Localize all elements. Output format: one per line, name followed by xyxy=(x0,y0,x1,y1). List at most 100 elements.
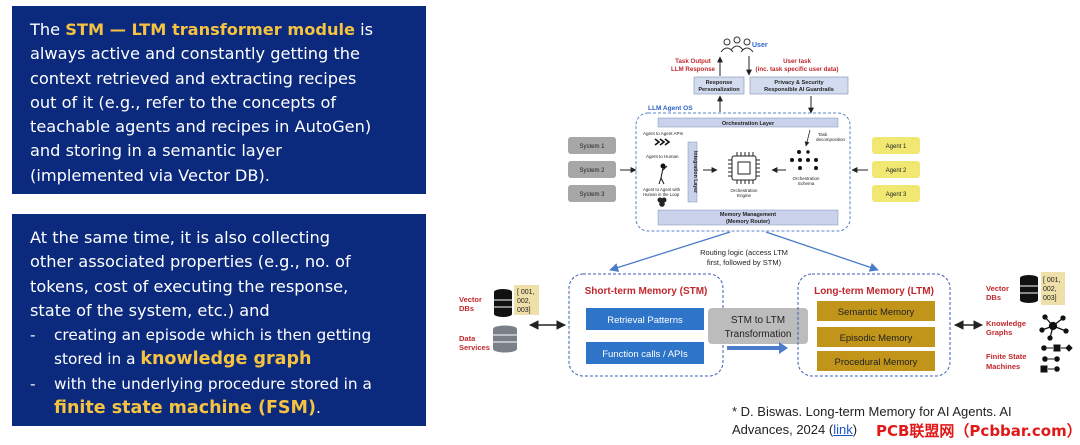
schema-icon xyxy=(790,150,818,170)
semantic-memory-label: Semantic Memory xyxy=(838,307,915,318)
arrow-task-decomp xyxy=(804,129,811,147)
procedural-memory-label: Procedural Memory xyxy=(835,357,918,368)
footnote-line-2-text: Advances, 2024 ( xyxy=(732,422,834,437)
stm-title: Short-term Memory (STM) xyxy=(585,286,708,297)
bullet-1-highlight: knowledge graph xyxy=(140,349,312,370)
agent-to-agent-label: Agent to Agent APIs xyxy=(643,131,684,136)
function-calls-box xyxy=(586,342,704,364)
transformation-box xyxy=(708,308,808,344)
bullet-1-text: creating an episode which is then gettin… xyxy=(54,326,372,369)
text-panel-2: At the same time, it is also collecting … xyxy=(12,214,426,426)
retrieval-patterns-box xyxy=(586,308,704,330)
routing-logic-label-2: first, followed by STM) xyxy=(707,258,782,267)
panel-2-intro: At the same time, it is also collecting … xyxy=(30,228,351,320)
memory-management-label-1: Memory Management xyxy=(720,212,776,218)
data-services-label-1: Data xyxy=(459,334,476,343)
agent-human-loop-label-2: Human in the Loop xyxy=(643,192,680,197)
footnote-line-2: Advances, 2024 (link) xyxy=(732,421,1012,439)
agent-2-box xyxy=(872,161,920,178)
panel-2-bullet-1: creating an episode which is then gettin… xyxy=(30,323,375,372)
database-icon-right xyxy=(1020,275,1038,303)
panel-1-highlight: STM — LTM transformer module xyxy=(65,20,355,39)
user-icon xyxy=(720,36,754,53)
bullet-2-post: . xyxy=(315,399,321,418)
fsm-label-1: Finite State xyxy=(986,352,1026,361)
doc-left-line-3: 003] xyxy=(517,307,531,314)
orchestration-layer-box xyxy=(657,117,839,128)
integration-layer-label: Integration Layer xyxy=(692,151,698,193)
chevrons-icon xyxy=(654,138,671,146)
arrow-route-stm xyxy=(609,231,731,272)
agent-1-label: Agent 1 xyxy=(886,144,907,150)
memory-management-label-2: (Memory Router) xyxy=(726,219,770,225)
ltm-title: Long-term Memory (LTM) xyxy=(814,286,934,297)
group-icon xyxy=(657,197,667,207)
ltm-container xyxy=(797,273,951,377)
arrow-route-ltm xyxy=(765,231,879,272)
bullet-2-text: with the underlying procedure stored in … xyxy=(54,374,372,393)
panel-2-bullet-2: with the underlying procedure stored in … xyxy=(30,372,375,421)
system-1-box xyxy=(568,137,616,154)
fsm-label-2: Machines xyxy=(986,362,1020,371)
data-services-label-2: Services xyxy=(459,343,490,352)
system-2-box xyxy=(568,161,616,178)
agent-human-loop-label-1: Agent to Agent with xyxy=(643,187,681,192)
retrieval-patterns-label: Retrieval Patterns xyxy=(607,315,683,326)
orchestration-schema-label-2: Schema xyxy=(798,181,815,186)
panel-1-post: is always active and constantly getting … xyxy=(30,20,374,185)
vector-dbs-left-label-1: Vector xyxy=(459,295,482,304)
footnote-link[interactable]: link xyxy=(833,422,853,437)
panel-2-paragraph: At the same time, it is also collecting … xyxy=(30,226,375,420)
doc-left-line-1: [ 001, xyxy=(517,289,535,296)
privacy-label-1: Privacy & Security xyxy=(774,80,824,86)
orchestration-schema-label-1: Orchestration xyxy=(792,176,820,181)
transformation-label-1: STM to LTM xyxy=(731,315,785,326)
citation-footnote: * D. Biswas. Long-term Memory for AI Age… xyxy=(732,403,1012,439)
fsm-icon xyxy=(1040,344,1073,373)
transform-arrow xyxy=(727,342,788,354)
data-services-bands xyxy=(493,334,517,343)
task-output-label-2: LLM Response xyxy=(671,66,716,73)
vector-dbs-left-label-2: DBs xyxy=(459,304,474,313)
routing-logic-label-1: Routing logic (access LTM xyxy=(700,248,788,257)
system-3-label: System 3 xyxy=(579,192,605,198)
doc-left-line-2: 002, xyxy=(517,298,531,305)
orchestration-engine-label-2: Engine xyxy=(737,193,752,198)
memory-management-box xyxy=(657,209,839,226)
footnote-line-1: * D. Biswas. Long-term Memory for AI Age… xyxy=(732,404,1012,419)
panel-1-pre: The xyxy=(30,20,66,39)
vector-dbs-right-label-1: Vector xyxy=(986,284,1009,293)
system-2-label: System 2 xyxy=(579,168,605,174)
orchestration-layer-label: Orchestration Layer xyxy=(722,121,775,127)
agent-to-human-label: Agent to Human xyxy=(646,154,679,159)
chip-icon xyxy=(728,152,760,184)
task-output-label-1: Task Output xyxy=(675,58,711,65)
footnote-post: ) xyxy=(852,422,858,437)
agent-3-label: Agent 3 xyxy=(886,192,907,198)
semantic-memory-box xyxy=(817,301,935,321)
watermark-text: PCB联盟网（Pcbbar.com） xyxy=(876,422,1080,440)
bullet-2-highlight: finite state machine (FSM) xyxy=(54,398,316,419)
response-label-1: Response xyxy=(706,80,733,86)
system-3-box xyxy=(568,185,616,202)
text-panel-1: The STM — LTM transformer module is alwa… xyxy=(12,6,426,194)
function-calls-label: Function calls / APIs xyxy=(602,349,688,360)
knowledge-graphs-label-2: Graphs xyxy=(986,328,1012,337)
agent-1-box xyxy=(872,137,920,154)
privacy-box xyxy=(749,76,849,95)
privacy-label-2: Responsible AI Guardrails xyxy=(764,87,834,93)
user-label: User xyxy=(752,42,768,49)
procedural-memory-box xyxy=(817,351,935,371)
person-icon xyxy=(658,163,668,185)
doc-right-line-3: 003] xyxy=(1043,295,1057,302)
task-decomposition-label-1: Task xyxy=(818,132,828,137)
doc-right-line-2: 002, xyxy=(1043,286,1057,293)
document-icon-left xyxy=(514,285,539,315)
data-services-icon xyxy=(493,325,517,353)
knowledge-graph-icon xyxy=(1039,314,1069,341)
episodic-memory-label: Episodic Memory xyxy=(840,333,913,344)
vector-dbs-right-label-2: DBs xyxy=(986,293,1001,302)
llm-agent-os-label: LLM Agent OS xyxy=(648,105,693,112)
agent-2-label: Agent 2 xyxy=(886,168,907,174)
